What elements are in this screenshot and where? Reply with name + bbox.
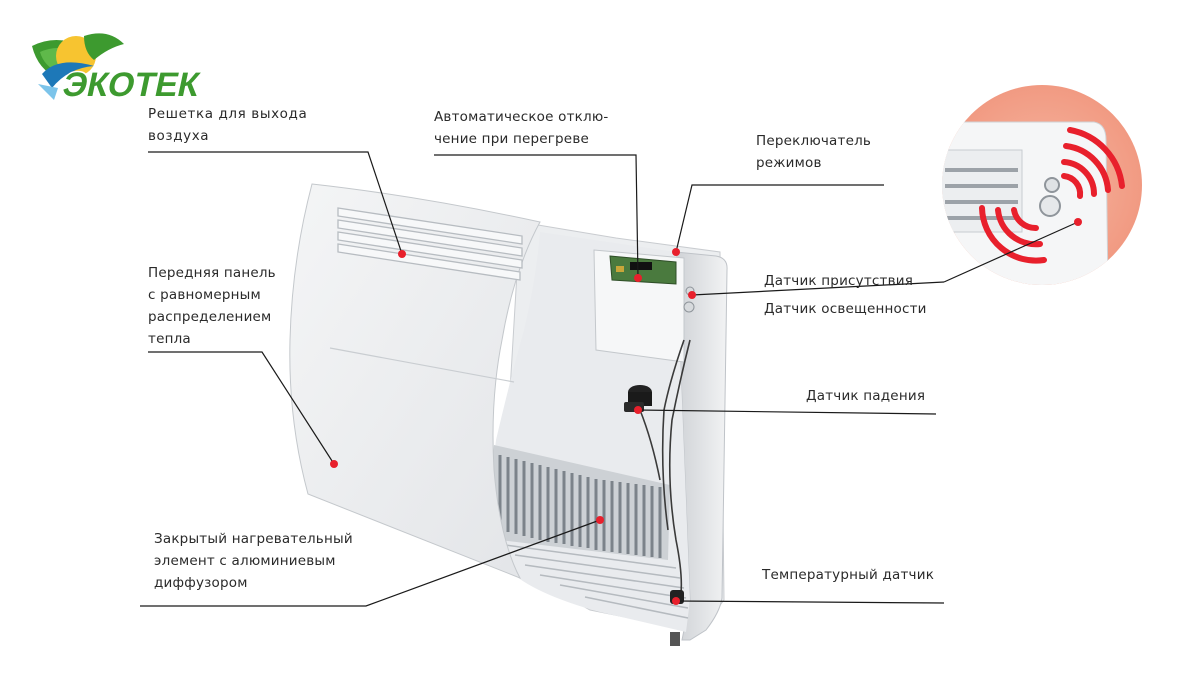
svg-text:ЭКОТЕК: ЭКОТЕК (59, 66, 204, 104)
label-temperature-sensor: Температурный датчик (762, 567, 935, 583)
ecotek-wordmark: ЭКОТЕК (58, 65, 206, 106)
ecotek-logo: ЭКОТЕК (32, 33, 206, 106)
callout-dots (330, 218, 1082, 605)
bottom-grille (504, 544, 689, 619)
callout-lines (140, 151, 1079, 607)
label-heating-element: Закрытый нагревательный элемент с алюмин… (154, 531, 353, 591)
label-mode-switch: Переключатель режимов (756, 133, 872, 171)
air-grille (337, 207, 523, 281)
label-presence-sensor: Датчик присутствия (764, 273, 914, 289)
aluminium-fins (492, 445, 670, 560)
label-overheat-shutoff: Автоматическое отклю- чение при перегрев… (434, 109, 609, 147)
label-front-panel: Передняя панель с равномерным распределе… (148, 265, 276, 347)
fall-sensor-component (624, 385, 652, 412)
front-panel (289, 183, 541, 579)
label-air-grille: Решетка для выхода воздуха (148, 106, 308, 144)
label-fall-sensor: Датчик падения (806, 388, 926, 404)
label-light-sensor: Датчик освещенности (764, 301, 927, 317)
heater-body (289, 183, 728, 646)
sensor-inset (942, 85, 1142, 285)
